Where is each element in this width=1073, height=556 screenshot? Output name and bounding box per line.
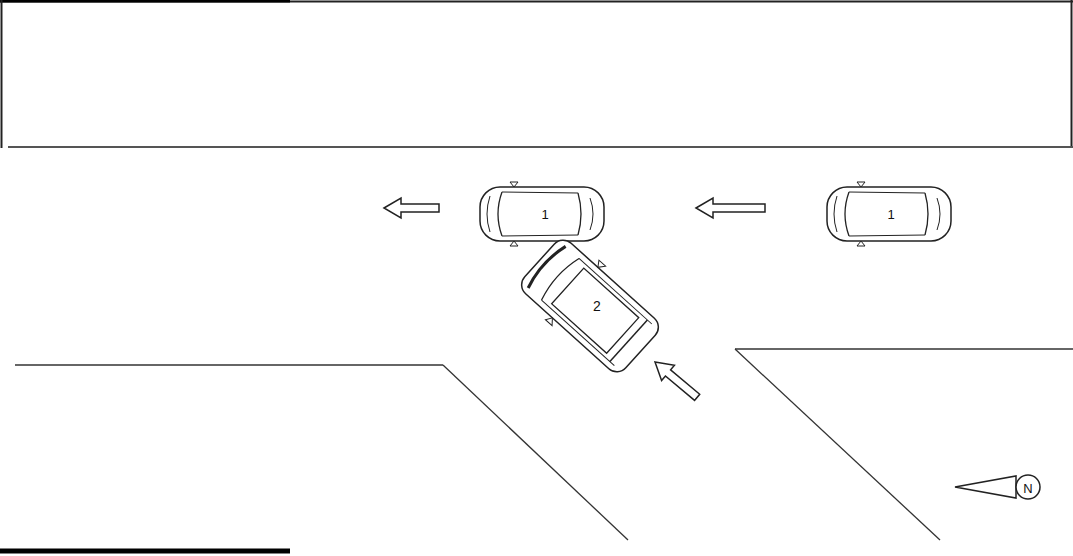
vehicle-number: 1 [886,208,895,221]
suv-symbol [513,231,668,381]
direction-arrow [696,198,765,218]
direction-arrow [649,354,704,405]
direction-arrow [384,198,439,218]
vehicle-number: 1 [540,208,549,221]
north-arrow [955,476,1016,498]
north-letter: N [1022,482,1033,495]
north-circle [1016,475,1040,499]
vehicle-number: 2 [592,299,602,313]
